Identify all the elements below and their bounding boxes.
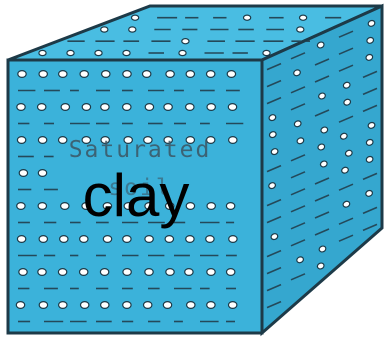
pore-grain <box>18 71 26 78</box>
pore-grain <box>59 302 67 309</box>
pore-grain <box>39 71 47 78</box>
pore-grain <box>207 104 215 111</box>
pore-grain <box>166 71 174 78</box>
pore-grain <box>227 269 235 276</box>
pore-grain <box>228 104 236 111</box>
pore-grain <box>244 15 251 20</box>
pore-grain <box>80 269 88 276</box>
pore-grain <box>227 71 235 78</box>
pore-grain <box>17 236 25 243</box>
pore-grain <box>123 236 131 243</box>
pore-grain <box>95 50 102 55</box>
pore-grain <box>123 302 131 309</box>
pore-grain <box>60 236 68 243</box>
pore-grain <box>82 104 90 111</box>
pore-grain <box>145 104 153 111</box>
overlay-caption-clay: clay <box>0 160 272 232</box>
pore-grain <box>186 236 194 243</box>
pore-grain <box>179 50 186 55</box>
pore-grain <box>39 236 47 243</box>
pore-grain <box>80 236 88 243</box>
pore-grain <box>58 269 66 276</box>
pore-grain <box>39 302 47 309</box>
pore-grain <box>187 302 195 309</box>
pore-grain <box>144 302 152 309</box>
pore-grain <box>123 71 131 78</box>
pore-grain <box>143 71 151 78</box>
pore-grain <box>17 104 25 111</box>
pore-grain <box>59 71 67 78</box>
pore-grain <box>123 104 131 111</box>
pore-grain <box>206 236 214 243</box>
pore-grain <box>163 302 171 309</box>
pore-grain <box>61 104 69 111</box>
pore-grain <box>263 50 270 55</box>
pore-grain <box>123 269 131 276</box>
cube-side-face <box>262 6 382 333</box>
pore-grain <box>166 269 174 276</box>
pore-grain <box>207 302 215 309</box>
pore-grain <box>67 50 74 55</box>
pore-grain <box>186 71 194 78</box>
pore-grain <box>103 236 111 243</box>
pore-grain <box>38 104 46 111</box>
pore-grain <box>123 50 130 55</box>
pore-grain <box>39 50 46 55</box>
pore-grain <box>129 27 136 32</box>
pore-grain <box>145 269 153 276</box>
pore-grain <box>80 71 88 78</box>
pore-grain <box>229 302 237 309</box>
pore-grain <box>38 269 46 276</box>
pore-grain <box>101 27 108 32</box>
pore-grain <box>102 71 110 78</box>
pore-grain <box>185 269 193 276</box>
pore-grain <box>300 15 307 20</box>
pore-grain <box>297 27 304 32</box>
pore-grain <box>229 236 237 243</box>
pore-grain <box>165 236 173 243</box>
pore-grain <box>101 302 109 309</box>
pore-grain <box>101 104 109 111</box>
pore-grain <box>81 302 89 309</box>
pore-grain <box>207 71 215 78</box>
pore-grain <box>19 269 27 276</box>
pore-grain <box>100 269 108 276</box>
pore-grain <box>164 104 172 111</box>
pore-grain <box>182 39 189 44</box>
pore-grain <box>16 302 24 309</box>
pore-grain <box>207 269 215 276</box>
pore-grain <box>145 236 153 243</box>
pore-grain <box>186 104 194 111</box>
pore-grain <box>132 15 139 20</box>
